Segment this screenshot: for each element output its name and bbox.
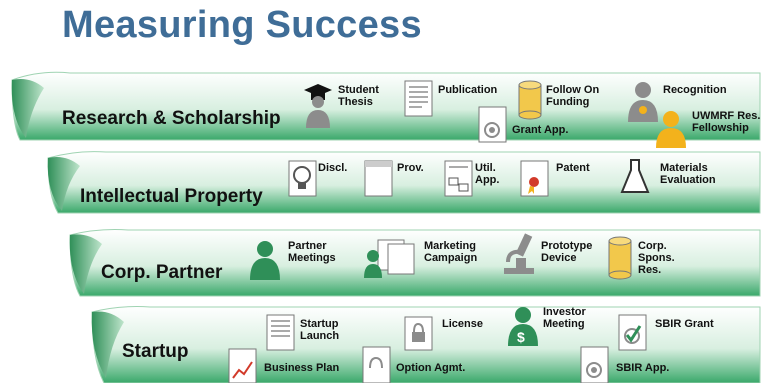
band-label-research: Research & Scholarship (62, 108, 281, 129)
document-icon (404, 80, 433, 117)
page-title: Measuring Success (62, 4, 422, 46)
startup-launch-label: Startup Launch (300, 318, 340, 342)
band-ip (47, 151, 761, 214)
chart-document-icon (228, 348, 257, 383)
sbir-grant-label: SBIR Grant (655, 318, 714, 330)
document-icon (266, 314, 295, 351)
lock-document-icon (404, 316, 433, 351)
svg-text:$: $ (517, 329, 525, 345)
discl-label: Discl. (318, 162, 348, 174)
grant-app-label: Grant App. (512, 124, 569, 136)
band-corp (69, 229, 761, 297)
person-medal-icon (628, 82, 658, 122)
student-thesis-icon (304, 84, 332, 128)
cylinder-icon (608, 236, 632, 280)
band-research (11, 71, 761, 141)
corp-spons-res-label: Corp. Spons. Res. (638, 240, 675, 276)
publication-label: Publication (438, 84, 498, 96)
partner-meetings-label: Partner Meetings (288, 240, 336, 264)
document-icon (364, 160, 393, 197)
cylinder-icon (518, 80, 542, 120)
microscope-icon (504, 233, 534, 274)
investor-icon: $ (508, 307, 538, 346)
materials-evaluation-label: Materials Evaluation (660, 162, 716, 186)
util-app-label: Util. App. (475, 162, 500, 186)
flask-icon (620, 159, 650, 193)
sbir-app-label: SBIR App. (616, 362, 670, 374)
prototype-device-label: Prototype Device (541, 240, 593, 264)
certificate-icon (478, 106, 507, 143)
recognition-label: Recognition (663, 84, 727, 96)
prov-label: Prov. (397, 162, 424, 174)
student-thesis-label: Student Thesis (338, 84, 379, 108)
band-label-startup: Startup (122, 341, 189, 362)
marketing-campaign-label: Marketing Campaign (424, 240, 478, 264)
person-green-icon (250, 241, 280, 280)
patent-ribbon-icon (520, 160, 549, 197)
lightbulb-icon (288, 160, 317, 197)
investor-meeting-label: Investor Meeting (543, 306, 586, 330)
certificate-icon (580, 346, 609, 383)
patent-label: Patent (556, 162, 590, 174)
blueprint-icon (444, 160, 473, 197)
sbir-grant-icon (618, 314, 647, 351)
follow-on-funding-label: Follow On Funding (546, 84, 600, 108)
band-label-ip: Intellectual Property (80, 186, 263, 207)
marketing-icon (364, 239, 415, 278)
person-gold-icon (656, 111, 686, 148)
band-label-corp: Corp. Partner (101, 262, 223, 283)
uwmrf-fellowship-label: UWMRF Res. Fellowship (692, 110, 761, 134)
business-plan-label: Business Plan (264, 362, 340, 374)
license-label: License (442, 318, 483, 330)
option-agmt-label: Option Agmt. (396, 362, 466, 374)
option-agreement-icon (362, 346, 391, 383)
